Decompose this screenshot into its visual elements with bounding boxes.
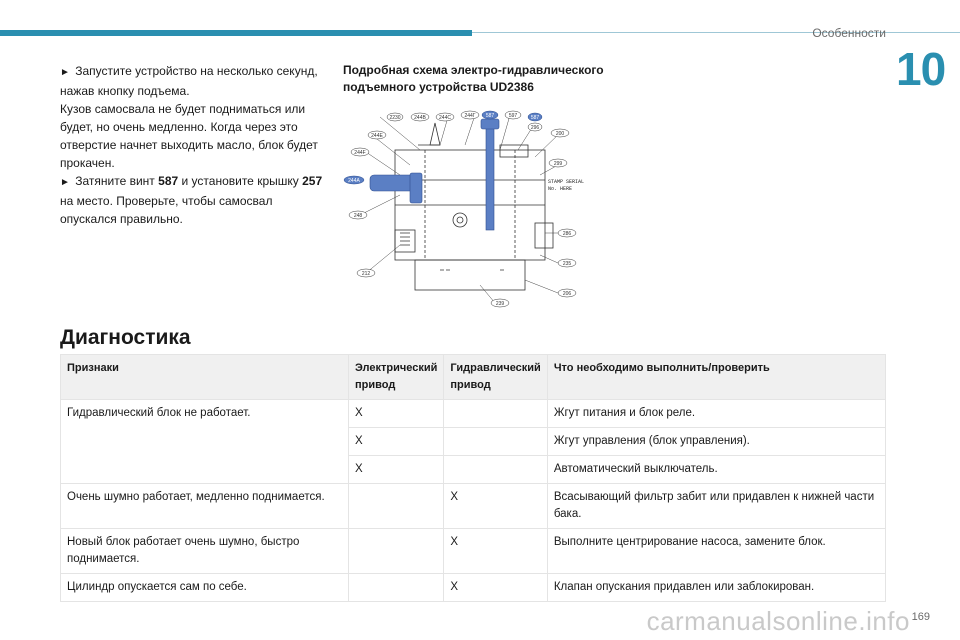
table-cell: Жгут питания и блок реле. [546,399,887,428]
column-header: Гидравлический привод [443,354,548,400]
diagram-title: Подробная схема электро-гидравлического … [343,63,604,94]
table-cell: Клапан опускания придавлен или заблокиро… [546,573,887,602]
table-cell: X [347,455,445,484]
instruction-text: и установите крышку [178,174,303,188]
table-cell: Всасывающий фильтр забит или придавлен к… [546,483,887,529]
table-cell: X [347,427,445,456]
diagram-label: 286 [563,231,572,237]
table-cell [443,455,548,484]
page-number: 169 [911,611,930,623]
table-cell [347,573,445,602]
header-accent-bar [0,30,472,36]
stamp-serial-label: No. HERE [548,186,572,192]
bullet-arrow-icon: ► [60,177,70,188]
table-cell: X [443,483,548,529]
table-row: Новый блок работает очень шумно, быстро … [60,528,887,574]
column-header: Электрический привод [347,354,445,400]
stamp-serial-label: STAMP SERIAL [548,179,584,185]
instructions-text: ► Запустите устройство на несколько секу… [60,62,330,228]
diagram-label: 597 [509,113,518,119]
screw-number: 587 [158,174,179,188]
section-heading: Диагностика [60,326,191,349]
hydraulic-unit-diagram: 2230 244В 244С 244Г 587 597 587 244Е 244… [343,110,584,308]
diagram-label: 587 [531,115,540,121]
table-row: Очень шумно работает, медленно поднимает… [60,483,887,529]
cap-number: 257 [302,174,323,188]
instruction-text: на место. Проверьте, чтобы самосвал опус… [60,194,273,226]
table-cell: X [347,399,445,428]
column-header: Что необходимо выполнить/проверить [546,354,887,400]
diagram-label: 200 [556,131,565,137]
diagram-label: 239 [496,301,505,307]
table-cell: Гидравлический блок не работает. [60,399,349,484]
table-header-row: Признаки Электрический привод Гидравличе… [60,354,887,400]
table-row: X Автоматический выключатель. [61,455,887,484]
section-name: Особенности [812,26,886,40]
chapter-number: 10 [896,43,946,95]
diagram-label: 244С [439,115,451,121]
diagram-label: 244Е [371,133,383,139]
instruction-step-2: ► Затяните винт 587 и установите крышку … [60,172,330,228]
instruction-text: Запустите устройство на несколько секунд… [60,64,318,98]
table-cell: X [443,573,548,602]
bullet-arrow-icon: ► [60,67,70,78]
diagram-label: 235 [563,261,572,267]
table-cell: Выполните центрирование насоса, замените… [546,528,887,574]
table-cell: Очень шумно работает, медленно поднимает… [60,483,349,529]
table-cell: X [443,528,548,574]
diagram-label: 296 [531,125,540,131]
diagram-label: 244А [348,178,360,184]
instruction-step-1: ► Запустите устройство на несколько секу… [60,62,330,100]
table-cell: Новый блок работает очень шумно, быстро … [60,528,349,574]
table-cell [347,483,445,529]
watermark: carmanualsonline.info [646,606,910,636]
header-rule [472,32,960,33]
diagram-label: 244Г [464,113,475,119]
instruction-note: Кузов самосвала не будет подниматься или… [60,102,318,170]
diagram-label: 212 [362,271,371,277]
diagnostics-table: Признаки Электрический привод Гидравличе… [60,354,887,602]
table-cell: Жгут управления (блок управления). [546,427,887,456]
table-cell [443,399,548,428]
table-cell: Автоматический выключатель. [546,455,887,484]
column-header: Признаки [60,354,349,400]
diagram-label: 299 [554,161,563,167]
diagram-label: 244F [354,150,365,156]
diagram-label: 206 [563,291,572,297]
table-cell [443,427,548,456]
instruction-text: Затяните винт [75,174,159,188]
table-row: Цилиндр опускается сам по себе. X Клапан… [60,573,887,602]
table-cell [347,528,445,574]
diagram-label: 587 [486,113,495,119]
table-row: Гидравлический блок не работает. X Жгут … [60,399,887,484]
diagram-label: 244В [414,115,426,121]
diagram-label: 248 [354,213,363,219]
table-cell: Цилиндр опускается сам по себе. [60,573,349,602]
diagram-label: 2230 [389,115,400,121]
